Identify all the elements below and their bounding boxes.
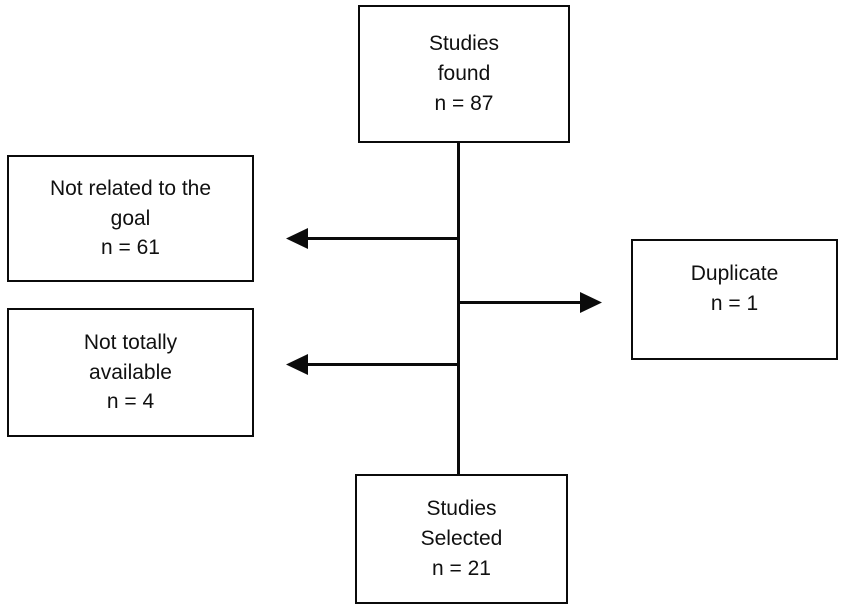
- not-available-count: n = 4: [106, 390, 155, 414]
- studies-found-count: n = 87: [434, 91, 494, 115]
- arrowhead-left-not-available: [286, 354, 308, 375]
- arrowhead-left-not-related: [286, 228, 308, 249]
- studies-selected-line-2: Selected: [420, 527, 503, 551]
- not-related-line-1: Not related to the: [49, 176, 212, 200]
- studies-found-line-1: Studies: [428, 32, 500, 56]
- arrowhead-right-duplicate: [580, 292, 602, 313]
- duplicate-count: n = 1: [710, 291, 759, 315]
- studies-selected-line-1: Studies: [426, 497, 497, 521]
- not-related-to-the-goal-box: Not related to the goal n = 61: [7, 155, 254, 282]
- not-related-count: n = 61: [101, 236, 160, 260]
- not-totally-available-box: Not totally available n = 4: [7, 308, 254, 437]
- duplicate-line-1: Duplicate: [690, 262, 779, 285]
- not-available-line-1: Not totally: [83, 330, 178, 354]
- studies-found-line-2: found: [437, 62, 491, 86]
- studies-found-box: Studies found n = 87: [358, 5, 570, 143]
- not-available-line-2: available: [89, 360, 172, 384]
- duplicate-box: Duplicate n = 1: [631, 239, 838, 360]
- not-related-line-2: goal: [110, 206, 151, 230]
- studies-selected-count: n = 21: [432, 556, 491, 580]
- studies-selected-box: Studies Selected n = 21: [355, 474, 568, 604]
